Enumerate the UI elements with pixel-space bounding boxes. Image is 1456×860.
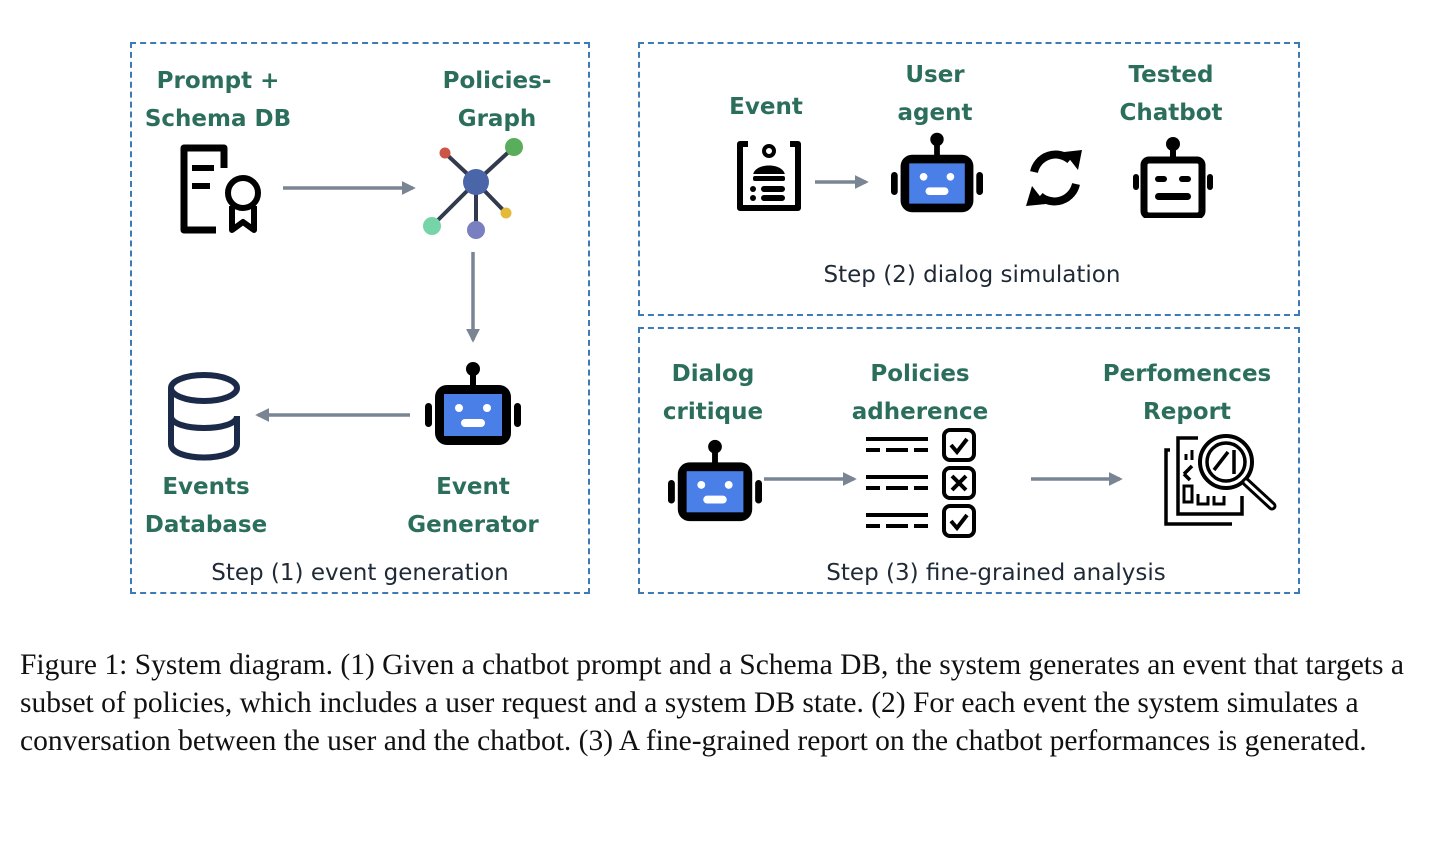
graph-node-red — [439, 147, 451, 159]
step3-title: Step (3) fine-grained analysis — [826, 560, 1166, 586]
policies-adherence-label: Policies adherence — [851, 361, 989, 425]
step2-title: Step (2) dialog simulation — [823, 262, 1121, 288]
user-agent-label: User agent — [897, 62, 973, 126]
user-agent-robot-icon — [891, 132, 983, 213]
policies-graph-icon — [423, 138, 523, 239]
graph-node-yellow — [500, 207, 512, 219]
step1-panel — [130, 42, 590, 594]
step3-panel — [638, 327, 1300, 594]
dialog-critique-robot-icon — [668, 439, 762, 522]
exchange-cycle-icon — [1026, 150, 1082, 206]
event-badge-icon — [737, 141, 801, 211]
event-generator-label: Event Generator — [407, 474, 539, 538]
figure-caption: Figure 1: System diagram. (1) Given a ch… — [20, 649, 1404, 757]
event-label: Event — [729, 94, 803, 120]
certificate-document-icon — [180, 144, 261, 234]
step1-title: Step (1) event generation — [211, 560, 509, 586]
tested-chatbot-label: Tested Chatbot — [1119, 62, 1223, 126]
event-generator-robot-icon — [425, 362, 521, 445]
policies-checklist-icon — [866, 428, 976, 538]
graph-node-mint — [423, 217, 441, 235]
policies-graph-label: Policies- Graph — [442, 68, 552, 132]
report-magnifier-icon — [1164, 434, 1277, 526]
checklist-row-fail — [866, 466, 976, 500]
tested-chatbot-robot-icon — [1133, 137, 1213, 218]
checklist-row-pass — [866, 428, 976, 462]
dialog-critique-label: Dialog critique — [662, 361, 764, 425]
performances-report-label: Perfomences Report — [1102, 361, 1272, 425]
database-icon — [168, 372, 240, 461]
checklist-row-pass — [866, 504, 976, 538]
flow-arrows — [255, 175, 1123, 486]
prompt-schema-label: Prompt + Schema DB — [144, 68, 292, 132]
graph-node-purple — [467, 221, 485, 239]
graph-node-green — [505, 138, 523, 156]
step2-panel — [638, 42, 1300, 316]
events-database-label: Events Database — [144, 474, 268, 538]
graph-center-node — [463, 169, 489, 195]
